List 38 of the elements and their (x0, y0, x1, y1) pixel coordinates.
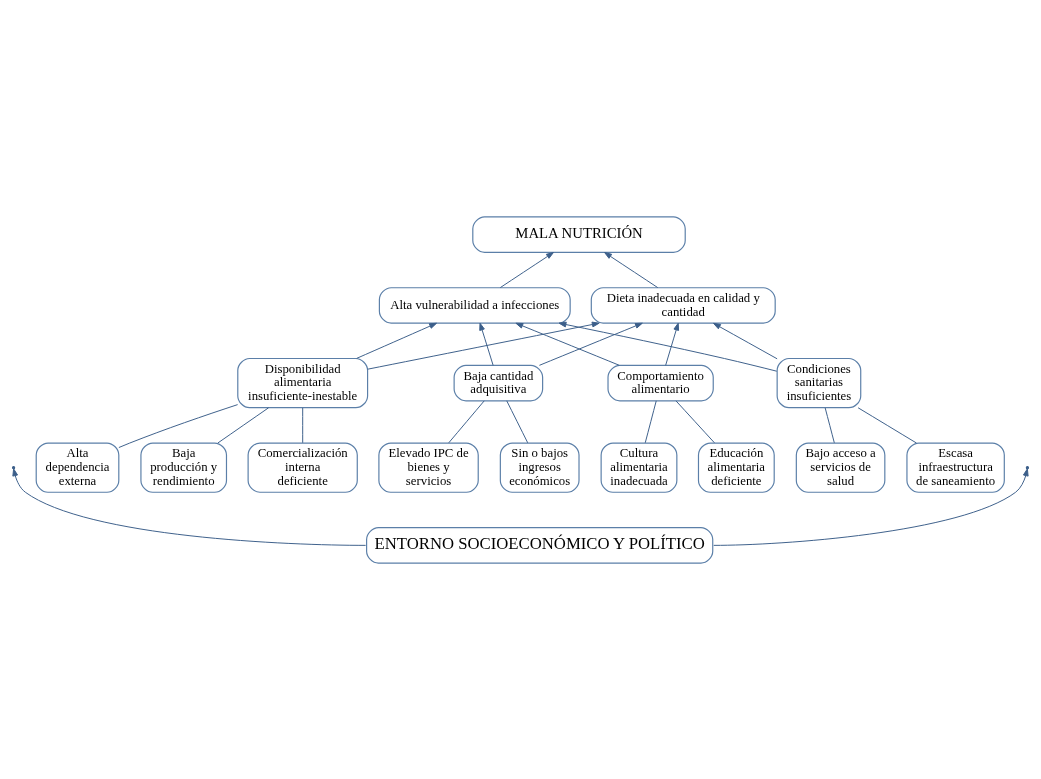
node-box: Alta vulnerabilidad a infecciones (378, 286, 571, 324)
arrow (499, 251, 554, 288)
arrow (479, 322, 494, 366)
node-box: ENTORNO SOCIOECONÓMICO Y POLÍTICO (366, 526, 714, 564)
node-box: Cultura alimentaria inadecuada (600, 442, 678, 493)
node-box: Bajo acceso a servicios de salud (795, 442, 886, 493)
connector (824, 406, 835, 443)
arrow (713, 467, 1029, 546)
node-box: Disponibilidad alimentaria insuficiente-inestable (237, 357, 369, 408)
connector (217, 406, 270, 443)
connector (857, 406, 917, 443)
arrow (538, 322, 643, 366)
node-box: Baja producción y rendimiento (140, 442, 228, 493)
connector (506, 399, 529, 443)
node-box: Comercialización interna deficiente (247, 442, 358, 493)
node-box: Sin o bajos ingresos económicos (499, 442, 580, 493)
node-box: MALA NUTRICIÓN (472, 215, 686, 253)
node-box: Elevado IPC de bienes y servicios (378, 442, 479, 493)
node-box: Educación alimentaria deficiente (697, 442, 775, 493)
connector (644, 399, 657, 443)
node-box: Condiciones sanitarias insuficientes (776, 357, 862, 408)
node-box: Comportamiento alimentario (607, 364, 714, 401)
arrow (604, 251, 659, 288)
node-box: Baja cantidad adquisitiva (453, 364, 544, 401)
arrow (558, 321, 778, 372)
connector (302, 406, 304, 443)
connector (448, 399, 485, 443)
node-box: Dieta inadecuada en calidad y cantidad (590, 286, 776, 324)
arrow (367, 321, 600, 370)
node-box: Escasa infraestructura de saneamiento (906, 442, 1005, 493)
connector (118, 403, 239, 448)
connector (675, 399, 715, 443)
arrow (515, 322, 620, 366)
arrow (12, 467, 367, 546)
node-box: Alta dependencia externa (35, 442, 120, 493)
arrow (665, 322, 680, 366)
arrow (713, 322, 778, 359)
arrow (356, 322, 437, 359)
